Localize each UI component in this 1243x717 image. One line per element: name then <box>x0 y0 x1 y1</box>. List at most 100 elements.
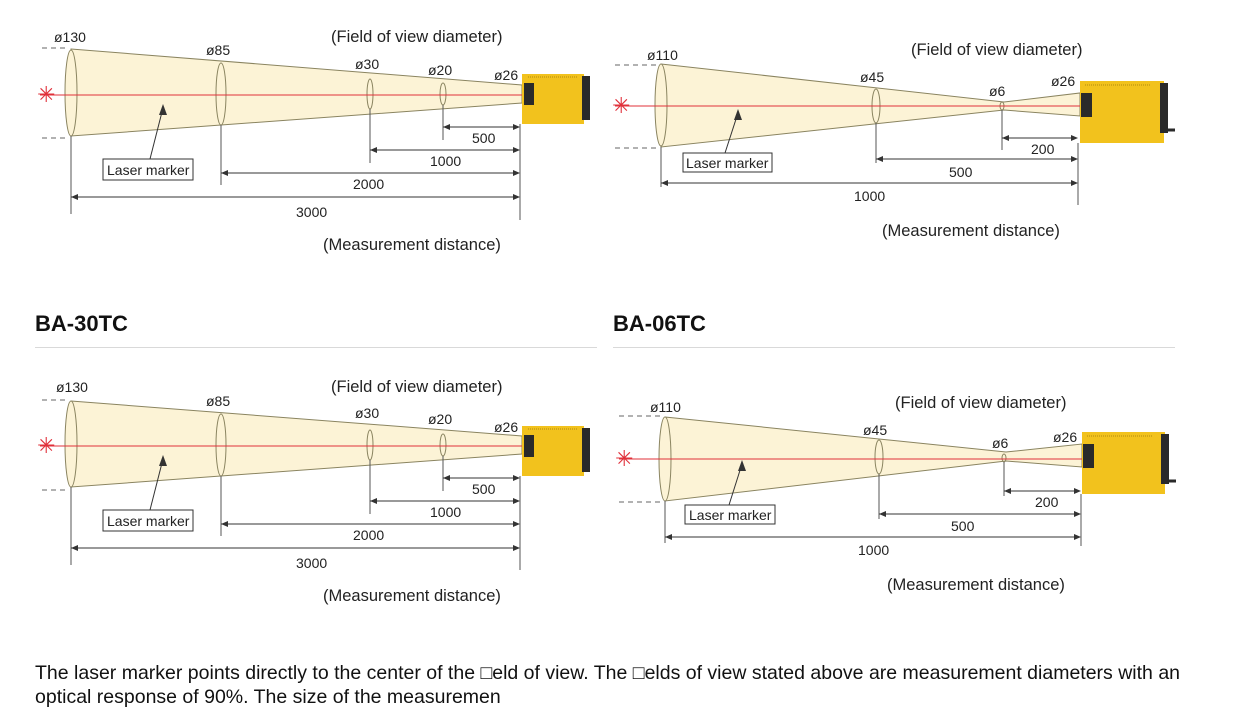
dimension-arrow <box>1074 534 1081 540</box>
dimension-arrow <box>513 475 520 481</box>
dimension-arrow <box>443 475 450 481</box>
model-heading-left: BA-30TC <box>35 311 128 336</box>
dimension-arrow <box>513 170 520 176</box>
laser-marker-label: Laser marker <box>107 162 190 178</box>
dimension-arrow <box>513 147 520 153</box>
distance-label: 500 <box>472 130 496 146</box>
diameter-label: ø26 <box>494 67 518 83</box>
dimension-arrow <box>513 124 520 130</box>
asterisk-laser-icon: ✳ <box>37 82 55 107</box>
dimension-arrow <box>876 156 883 162</box>
diameter-label: ø130 <box>56 379 88 395</box>
diameter-label: ø26 <box>1051 73 1075 89</box>
diameter-label: ø6 <box>992 435 1009 451</box>
diagram-ba06tc-top: ✳ Laser marker ø110 ø45 ø6 ø26 (Field of… <box>605 35 1225 250</box>
dimension-arrow <box>665 534 672 540</box>
pointer-arrowhead <box>159 104 167 115</box>
diameter-ellipse <box>64 49 78 137</box>
measurement-distance-title: (Measurement distance) <box>323 236 501 254</box>
distance-label: 1000 <box>430 153 461 169</box>
diameter-label: ø20 <box>428 62 452 78</box>
laser-marker-box <box>682 152 773 173</box>
distance-label: 500 <box>949 164 973 180</box>
laser-marker-pointer <box>149 458 164 511</box>
laser-marker-box <box>684 504 776 525</box>
ba30tc-top-svg: ✳ Laser marker ø130 ø85 <box>37 28 590 254</box>
dimension-arrow <box>879 511 886 517</box>
diameter-label: ø26 <box>494 419 518 435</box>
sensor-head-icon <box>522 74 590 124</box>
pointer-arrowhead <box>734 109 742 120</box>
sensor-head-icon <box>1082 432 1176 494</box>
dimension-arrow <box>1074 488 1081 494</box>
asterisk-laser-icon: ✳ <box>37 433 55 458</box>
diagram-ba30tc-bottom: ✳ Laser marker ø130 ø85 ø30 ø20 ø26 <box>0 370 610 610</box>
measurement-distance-title: (Measurement distance) <box>323 587 501 605</box>
asterisk-laser-icon: ✳ <box>615 446 633 471</box>
dimension-arrow <box>1071 156 1078 162</box>
dimension-arrow <box>221 521 228 527</box>
distance-label: 3000 <box>296 555 327 571</box>
diameter-label: ø130 <box>54 29 86 45</box>
dimension-arrow <box>1074 511 1081 517</box>
distance-label: 2000 <box>353 176 384 192</box>
diameter-label: ø45 <box>863 422 887 438</box>
laser-marker-pointer <box>149 107 164 160</box>
diameter-label: ø30 <box>355 405 379 421</box>
distance-label: 200 <box>1035 494 1059 510</box>
diameter-label: ø30 <box>355 56 379 72</box>
field-of-view-cone <box>70 400 523 488</box>
distance-label: 1000 <box>858 542 889 558</box>
distance-label: 500 <box>472 481 496 497</box>
distance-label: 1000 <box>854 188 885 204</box>
ba06tc-bottom-svg: ✳ Laser marker ø110 ø45 ø6 ø26 (Field of… <box>615 394 1176 594</box>
dimension-arrow <box>513 521 520 527</box>
heading-divider-right <box>613 347 1175 348</box>
diameter-label: ø110 <box>650 399 681 415</box>
asterisk-laser-icon: ✳ <box>612 93 630 118</box>
laser-marker-label: Laser marker <box>686 155 769 171</box>
diameter-label: ø20 <box>428 411 452 427</box>
dimension-arrow <box>1004 488 1011 494</box>
diameter-label: ø6 <box>989 83 1006 99</box>
dimension-arrow <box>370 498 377 504</box>
diameter-label: ø85 <box>206 42 230 58</box>
dimension-arrow <box>71 545 78 551</box>
measurement-distance-title: (Measurement distance) <box>882 222 1060 240</box>
ba30tc-bottom-svg: ✳ Laser marker ø130 ø85 ø30 ø20 ø26 <box>37 378 590 605</box>
laser-marker-label: Laser marker <box>689 507 772 523</box>
diagram-ba06tc-bottom: ✳ Laser marker ø110 ø45 ø6 ø26 (Field of… <box>605 388 1225 603</box>
dimension-arrow <box>221 170 228 176</box>
field-of-view-title: (Field of view diameter) <box>911 41 1082 59</box>
heading-divider-left <box>35 347 597 348</box>
diagram-ba30tc-top: ✳ Laser marker ø130 ø85 <box>0 20 610 260</box>
dimension-arrow <box>661 180 668 186</box>
diameter-ellipse <box>64 400 78 488</box>
dimension-arrow <box>1002 135 1009 141</box>
distance-label: 200 <box>1031 141 1055 157</box>
footnote-text: The laser marker points directly to the … <box>35 662 1181 708</box>
dimension-arrow <box>513 545 520 551</box>
sensor-head-icon <box>1080 81 1175 143</box>
diameter-label: ø45 <box>860 69 884 85</box>
field-of-view-title: (Field of view diameter) <box>331 378 502 396</box>
measurement-distance-title: (Measurement distance) <box>887 576 1065 594</box>
dimension-arrow <box>370 147 377 153</box>
laser-marker-box <box>102 509 194 532</box>
diameter-ellipse <box>654 63 668 147</box>
sensor-head-icon <box>522 426 590 476</box>
field-of-view-cone <box>70 48 523 137</box>
dimension-arrow <box>1071 180 1078 186</box>
diameter-label: ø85 <box>206 393 230 409</box>
dimension-arrow <box>71 194 78 200</box>
field-of-view-title: (Field of view diameter) <box>895 394 1066 412</box>
pointer-arrowhead <box>738 460 746 471</box>
laser-marker-box <box>102 158 194 181</box>
dimension-arrow <box>1071 135 1078 141</box>
distance-label: 3000 <box>296 204 327 220</box>
dimension-arrow <box>513 498 520 504</box>
distance-label: 500 <box>951 518 975 534</box>
distance-label: 2000 <box>353 527 384 543</box>
diameter-label: ø26 <box>1053 429 1077 445</box>
ba06tc-top-svg: ✳ Laser marker ø110 ø45 ø6 ø26 (Field of… <box>612 41 1175 240</box>
